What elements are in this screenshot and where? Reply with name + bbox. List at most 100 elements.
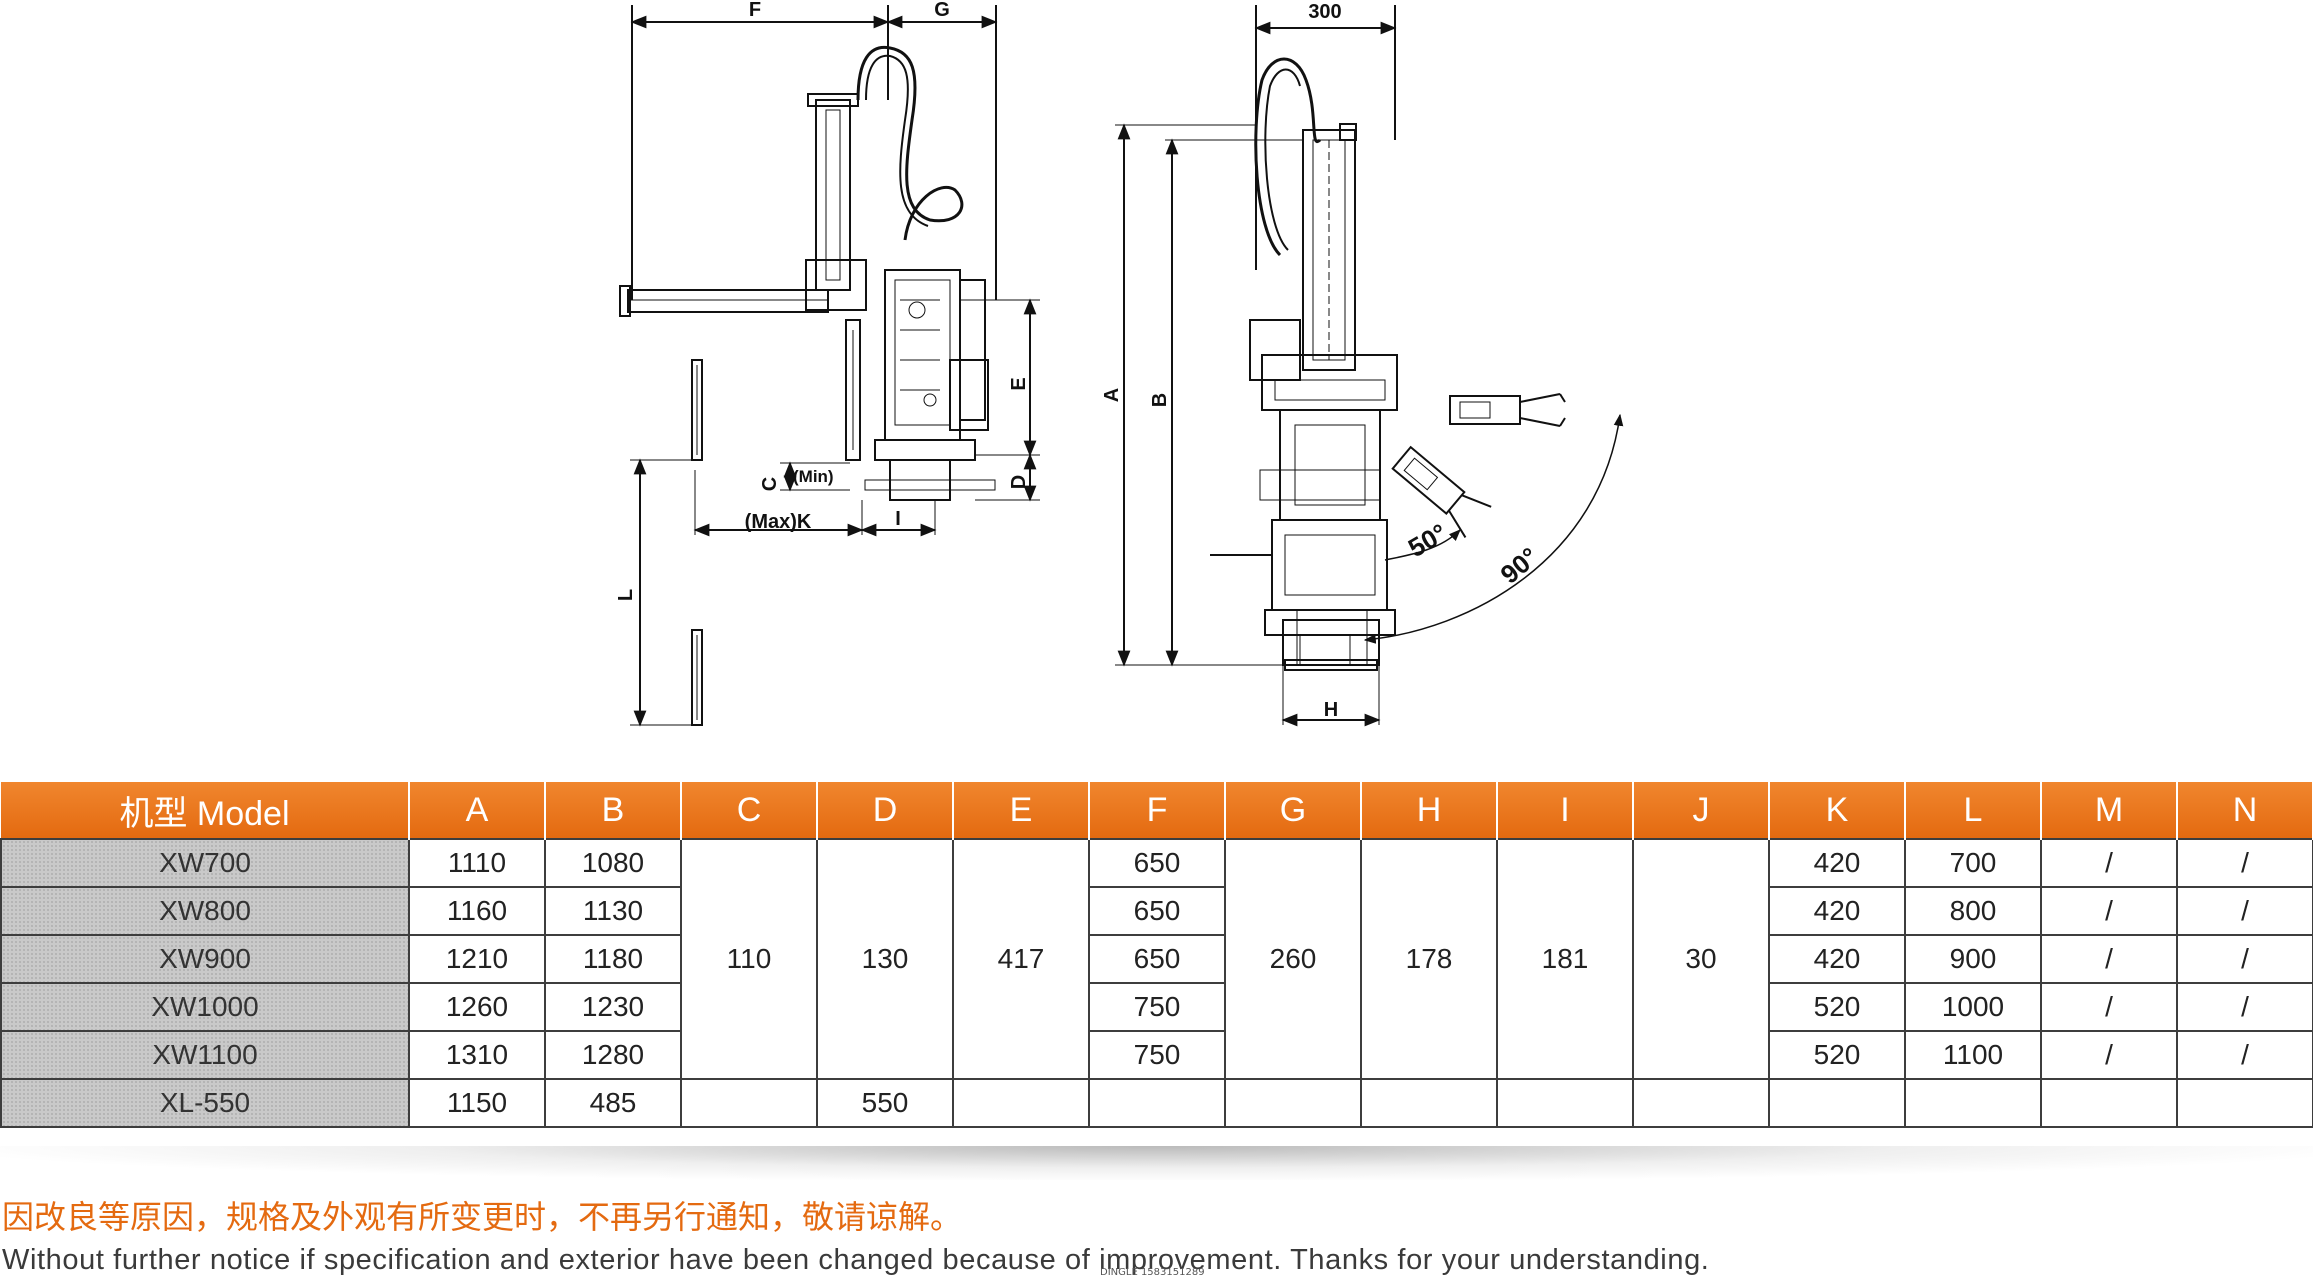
cell-B: 1080 (544, 838, 682, 888)
cell-B: 1230 (544, 982, 682, 1032)
cell-K: 420 (1768, 838, 1906, 888)
cell-F (1088, 1078, 1226, 1128)
cell-N: / (2176, 886, 2313, 936)
cell-L (1904, 1078, 2042, 1128)
cell-F: 650 (1088, 934, 1226, 984)
cell-I (1496, 1078, 1634, 1128)
dim-label-C: C (759, 477, 781, 491)
model-cell: XW1000 (0, 982, 410, 1032)
header-M: M (2041, 782, 2178, 839)
model-cell: XL-550 (0, 1078, 410, 1128)
cell-G-merged: 260 (1224, 838, 1362, 1080)
cell-J-merged: 30 (1632, 838, 1770, 1080)
cell-N: / (2176, 934, 2313, 984)
dim-label-B: B (1149, 393, 1171, 407)
dim-label-A: A (1101, 388, 1123, 402)
table-shadow (0, 1146, 2313, 1180)
header-A: A (409, 782, 546, 839)
cell-J (1632, 1078, 1770, 1128)
dim-label-D: D (1008, 475, 1030, 489)
table-row: XW1100 1310 1280 750 520 1100 / / (0, 1030, 2313, 1080)
header-B: B (545, 782, 682, 839)
dim-label-I: I (895, 508, 901, 530)
cell-D-merged: 130 (816, 838, 954, 1080)
cell-L: 1100 (1904, 1030, 2042, 1080)
cell-B: 485 (544, 1078, 682, 1128)
header-N: N (2177, 782, 2313, 839)
model-cell: XW1100 (0, 1030, 410, 1080)
header-I: I (1497, 782, 1634, 839)
model-cell: XW900 (0, 934, 410, 984)
cell-K: 420 (1768, 934, 1906, 984)
cell-L: 1000 (1904, 982, 2042, 1032)
cell-M: / (2040, 886, 2178, 936)
watermark: DINGLE 1583151289 (1100, 1267, 1205, 1278)
header-G: G (1225, 782, 1362, 839)
spec-table: 机型 Model A B C D E F G H I J K L M N XW7… (0, 782, 2313, 1128)
cell-M: / (2040, 934, 2178, 984)
cell-B: 1180 (544, 934, 682, 984)
cell-K: 520 (1768, 982, 1906, 1032)
cell-K (1768, 1078, 1906, 1128)
table-row: XW800 1160 1130 650 420 800 / / (0, 886, 2313, 936)
angle-label-50: 50° (1403, 518, 1452, 564)
side-view (619, 5, 1040, 727)
header-K: K (1769, 782, 1906, 839)
header-H: H (1361, 782, 1498, 839)
angle-label-90: 90° (1495, 541, 1544, 589)
header-E: E (953, 782, 1090, 839)
cell-E (952, 1078, 1090, 1128)
cell-L: 800 (1904, 886, 2042, 936)
cell-K: 420 (1768, 886, 1906, 936)
dim-label-E: E (1008, 377, 1030, 390)
cell-G (1224, 1078, 1362, 1128)
cell-L: 900 (1904, 934, 2042, 984)
cell-A: 1110 (408, 838, 546, 888)
cell-I-merged: 181 (1496, 838, 1634, 1080)
dim-label-H: H (1324, 699, 1338, 721)
cell-M (2040, 1078, 2178, 1128)
cell-F: 650 (1088, 838, 1226, 888)
cell-A: 1160 (408, 886, 546, 936)
cell-N: / (2176, 982, 2313, 1032)
cell-H-merged: 178 (1360, 838, 1498, 1080)
cell-M: / (2040, 982, 2178, 1032)
header-D: D (817, 782, 954, 839)
dim-label-300: 300 (1308, 1, 1341, 23)
notice-english: Without further notice if specification … (2, 1244, 1710, 1276)
cell-N: / (2176, 838, 2313, 888)
dim-label-L: L (615, 589, 637, 601)
cell-A: 1310 (408, 1030, 546, 1080)
cell-L: 700 (1904, 838, 2042, 888)
header-L: L (1905, 782, 2042, 839)
dim-label-maxK: (Max)K (745, 511, 812, 533)
header-model: 机型 Model (1, 782, 410, 839)
cell-C (680, 1078, 818, 1128)
cell-H (1360, 1078, 1498, 1128)
model-cell: XW800 (0, 886, 410, 936)
dim-label-G: G (934, 0, 950, 21)
cell-K: 520 (1768, 1030, 1906, 1080)
cell-A: 1150 (408, 1078, 546, 1128)
cell-C-merged: 110 (680, 838, 818, 1080)
dim-label-F: F (749, 0, 761, 21)
cell-A: 1260 (408, 982, 546, 1032)
header-C: C (681, 782, 818, 839)
model-cell: XW700 (0, 838, 410, 888)
header-J: J (1633, 782, 1770, 839)
cell-F: 750 (1088, 982, 1226, 1032)
cell-D: 550 (816, 1078, 954, 1128)
dim-label-min: (Min) (793, 467, 834, 486)
table-row: XL-550 1150 485 550 (0, 1078, 2313, 1128)
table-row: XW1000 1260 1230 750 520 1000 / / (0, 982, 2313, 1032)
table-row: XW700 1110 1080 110 130 417 650 260 178 … (0, 838, 2313, 1080)
cell-B: 1280 (544, 1030, 682, 1080)
robot-arm-dimension-drawing: F G E D C (Min) I (Max)K L 300 A B H 50°… (615, 0, 1624, 727)
cell-F: 750 (1088, 1030, 1226, 1080)
cell-E-merged: 417 (952, 838, 1090, 1080)
cell-A: 1210 (408, 934, 546, 984)
notice-chinese: 因改良等原因，规格及外观有所变更时，不再另行通知，敬请谅解。 (2, 1198, 963, 1236)
cell-M: / (2040, 838, 2178, 888)
front-view (1115, 5, 1624, 727)
table-row: XW900 1210 1180 650 420 900 / / (0, 934, 2313, 984)
